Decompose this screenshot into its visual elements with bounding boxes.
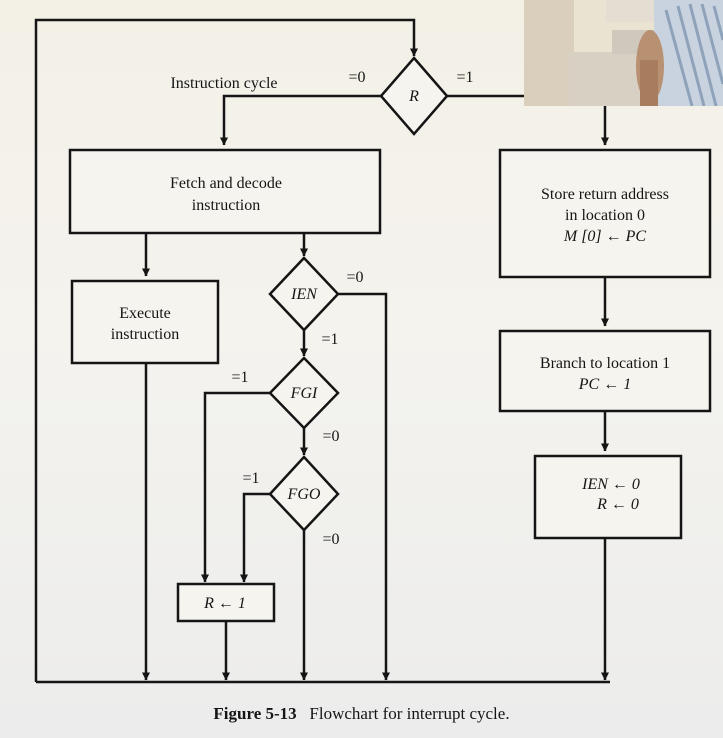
branch-line1: Branch to location 1	[540, 355, 670, 372]
fgi-one-connector	[201, 391, 270, 583]
clear-line1: IEN ← 0	[581, 476, 640, 493]
decision-r-diamond	[379, 56, 449, 136]
store-line2: in location 0	[565, 207, 645, 224]
webcam-image	[524, 0, 723, 106]
r-zero-connector	[220, 94, 382, 146]
fetch-decode-box	[68, 148, 382, 235]
ien-zero-connector	[338, 292, 390, 681]
decision-fgi-label: FGI	[290, 385, 318, 402]
fgi-zero-label: =0	[322, 428, 339, 445]
decision-r-label: R	[408, 88, 419, 105]
decision-fgo-diamond	[268, 455, 340, 532]
execute-box	[70, 279, 220, 365]
store-line1: Store return address	[541, 186, 669, 203]
decision-ien-label: IEN	[290, 286, 318, 303]
r-zero-label: =0	[348, 69, 365, 86]
figure-caption: Figure 5-13 Flowchart for interrupt cycl…	[0, 704, 723, 724]
set-r-box	[176, 582, 276, 623]
loop-back-connector	[34, 18, 418, 682]
fgi-one-label: =1	[231, 369, 248, 386]
fgo-one-connector	[240, 492, 270, 583]
store-line3: M [0] ← PC	[563, 228, 647, 245]
fgo-zero-label: =0	[322, 531, 339, 548]
webcam-overlay	[524, 0, 723, 106]
decision-ien-diamond	[268, 256, 340, 332]
ien-zero-label: =0	[346, 269, 363, 286]
ien-one-label: =1	[321, 331, 338, 348]
figure-number: Figure 5-13	[213, 704, 297, 723]
execute-line1: Execute	[119, 305, 171, 322]
clear-flags-box	[533, 454, 683, 540]
branch-location-box	[498, 329, 712, 413]
r-one-label: =1	[456, 69, 473, 86]
branch-line2: PC ← 1	[578, 376, 631, 393]
set-r-label: R ← 1	[203, 595, 246, 612]
execute-line2: instruction	[111, 326, 179, 343]
fetch-line2: instruction	[192, 197, 260, 214]
figure-caption-text: Flowchart for interrupt cycle.	[309, 704, 510, 723]
fetch-line1: Fetch and decode	[170, 175, 282, 192]
decision-fgi-diamond	[268, 356, 340, 430]
instruction-cycle-label: Instruction cycle	[170, 75, 277, 92]
fgo-one-label: =1	[242, 470, 259, 487]
decision-fgo-label: FGO	[287, 486, 321, 503]
clear-line2: R ← 0	[596, 496, 639, 513]
store-return-box	[498, 148, 712, 279]
